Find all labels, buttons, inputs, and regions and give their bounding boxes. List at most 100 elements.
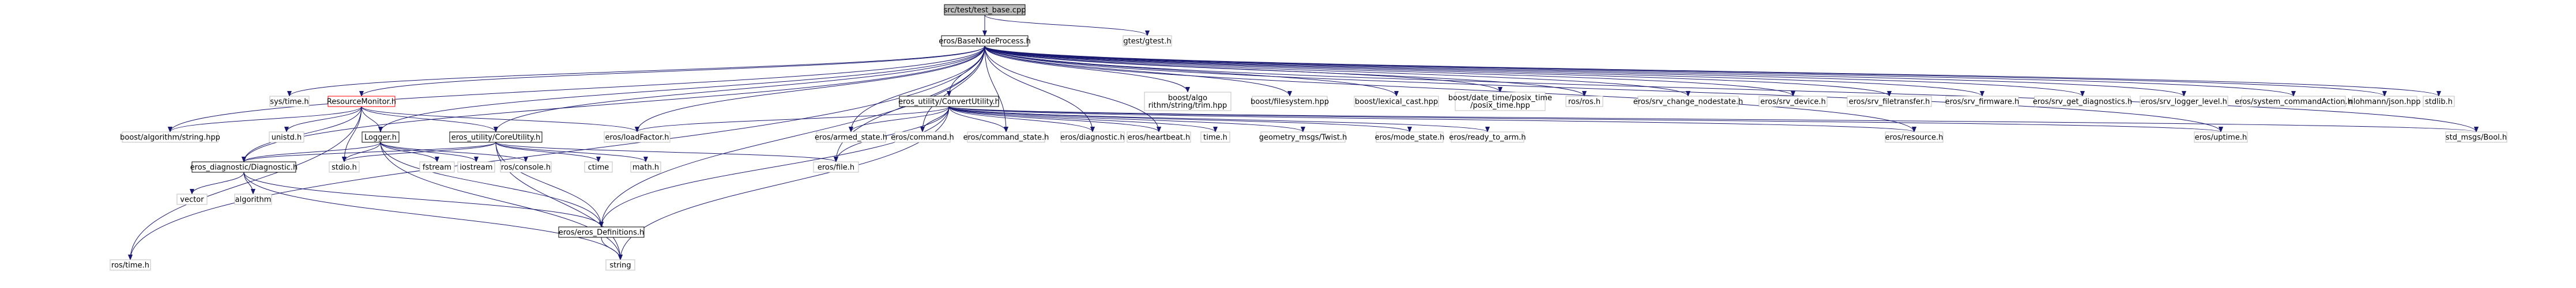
edge-test_base-to-gtest [984,14,1150,36]
edge-resmon-to-unistd [284,106,362,132]
edge-basenode-to-uptime [984,46,2223,132]
node-label: eros/uptime.h [2195,134,2247,142]
node-box [899,96,999,107]
edge-basenode-to-command [920,46,985,132]
node-label: nlohmann/json.hpp [2349,98,2421,107]
node-box [1127,131,1191,143]
node-unistd: unistd.h [269,131,304,143]
node-box [1455,92,1546,111]
node-label: eros/system_commandAction.h [2235,98,2352,107]
node-label: eros/srv_filetransfer.h [1849,98,1930,107]
edge-resmon-to-rostime [128,106,362,260]
node-label: gtest/gtest.h [1123,37,1171,46]
node-logger[interactable]: Logger.h [361,131,400,143]
edge-logger-to-console [380,142,528,162]
node-label: eros/srv_logger_level.h [2141,98,2227,107]
node-label: eros/file.h [818,164,854,172]
node-label: geometry_msgs/Twist.h [1259,134,1347,142]
node-box [269,96,310,107]
node-coreutil[interactable]: eros_utility/CoreUtility.h [449,131,543,143]
node-basenode[interactable]: eros/BaseNodeProcess.h [939,35,1031,47]
edge-basenode-to-definitions [599,46,985,228]
node-label: eros/diagnostic.h [1060,134,1124,142]
edge-convert-to-uptime [948,106,2223,132]
edge-basenode-to-armed [849,46,985,132]
node-label: string [609,262,631,270]
node-diagdiag[interactable]: eros_diagnostic/Diagnostic.h [190,161,298,173]
node-label: eros/armed_state.h [815,134,887,142]
node-rostime: ros/time.h [110,259,151,271]
node-convert[interactable]: eros_utility/ConvertUtility.h [898,96,1000,107]
edge-convert-to-bool [948,106,2478,132]
node-label: eros/loadFactor.h [605,134,669,142]
edge-basenode-to-srv_device [984,46,1795,97]
node-box [269,131,304,143]
node-label: eros/heartbeat.h [1128,134,1191,142]
node-label: eros/command_state.h [963,134,1049,142]
node-label: eros/srv_change_nodestate.h [1633,98,1743,107]
node-gtest: gtest/gtest.h [1123,35,1172,47]
node-stdio: stdio.h [329,161,360,173]
edge-basenode-to-logger [378,46,985,132]
edge-basenode-to-systime [287,46,985,97]
node-box [449,131,543,143]
node-box [1376,131,1444,143]
edge-basenode-to-command_state [984,46,1008,132]
node-test-base[interactable]: src/test/test_base.cpp [944,4,1026,16]
edge-convert-to-loadfactor [635,106,950,132]
node-label: boost/date_time/posix_time/posix_time.hp… [1448,94,1552,110]
edge-diagdiag-to-vector [190,172,244,195]
node-systime: sys/time.h [269,96,310,107]
node-label: eros_diagnostic/Diagnostic.h [190,164,298,172]
edge-coreutil-to-ctime [495,142,601,162]
edge-basenode-to-bool [984,46,2479,132]
edge-resmon-to-logger [361,106,383,132]
node-uptime: eros/uptime.h [2194,131,2248,143]
node-box [419,161,455,173]
node-label: boost/lexical_cast.hpp [1355,98,1438,107]
node-box [584,161,613,173]
edge-logger-to-string [380,142,623,260]
edge-convert-to-timeh [948,106,1218,132]
node-label: std_msgs/Bool.h [2446,134,2507,142]
edge-coreutil-to-diagdiag [242,142,496,162]
node-ready-arm: eros/ready_to_arm.h [1449,131,1526,143]
node-vector: vector [176,194,208,205]
edge-coreutil-to-definitions [495,142,604,228]
node-label: Logger.h [364,134,397,142]
node-definitions[interactable]: eros/eros_Definitions.h [558,226,645,238]
node-label: iostream [460,164,492,172]
node-srv-device: eros/srv_device.h [1758,96,1828,107]
node-box [894,131,951,143]
node-box [558,226,645,238]
node-label: eros/mode_state.h [1375,134,1445,142]
node-command: eros/command.h [891,131,954,143]
node-label: stdio.h [332,164,357,172]
node-box [1200,131,1230,143]
node-box [191,161,296,173]
node-label: eros/srv_firmware.h [1945,98,2019,107]
node-label: time.h [1203,134,1227,142]
node-box [1885,131,1944,143]
edge-convert-to-string [618,106,950,260]
node-box [941,35,1029,47]
node-sys-cmd-action: eros/system_commandAction.h [2235,96,2352,107]
edge-convert-to-heartbeat [948,106,1161,132]
edge-convert-to-command_state [948,106,1008,132]
node-box [630,161,661,173]
node-stdlib: stdlib.h [2423,96,2455,107]
node-label: ros/time.h [111,262,149,270]
edge-convert-to-mode_state [948,106,1412,132]
node-lexical: boost/lexical_cast.hpp [1354,96,1439,107]
edge-resmon-to-alg_string [168,106,362,132]
node-box [122,131,219,143]
node-box [2034,96,2131,107]
node-label: eros/srv_device.h [1760,98,1826,107]
node-resmon[interactable]: ResourceMonitor.h [327,96,396,107]
node-label: eros/ready_to_arm.h [1449,134,1526,142]
node-box [813,161,859,173]
edge-basenode-to-coreutil [494,46,985,132]
edge-basenode-to-srv_firmware [984,46,1984,97]
node-box [327,96,396,107]
